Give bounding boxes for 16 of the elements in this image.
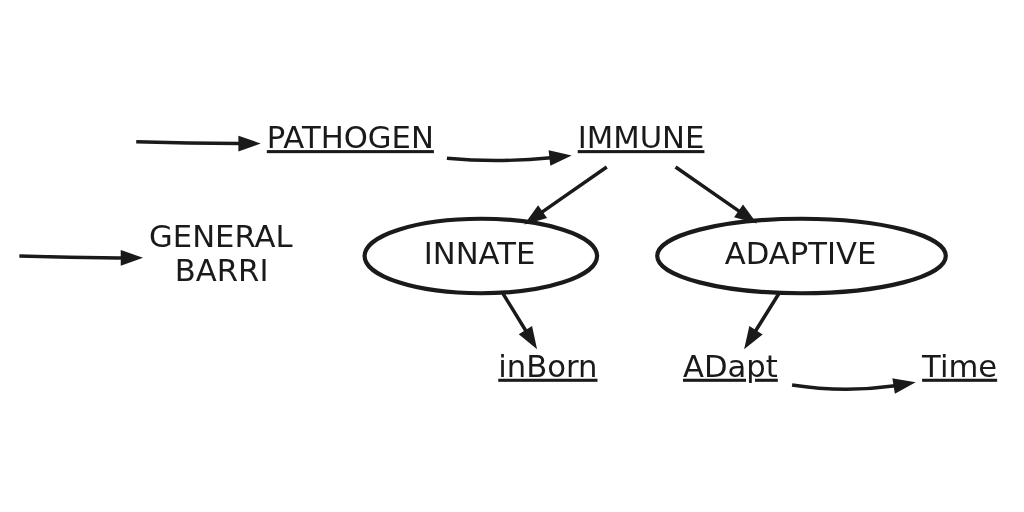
arrow	[791, 378, 916, 394]
arrow	[19, 250, 144, 266]
node-ellipse: ADAPTIVE	[655, 216, 948, 296]
node-text: inBorn	[498, 348, 598, 384]
node-ellipse: INNATE	[362, 216, 600, 296]
arrow	[501, 292, 538, 350]
arrow	[446, 150, 572, 166]
node-text: Time	[922, 348, 998, 384]
arrow	[744, 292, 781, 350]
arrow	[136, 135, 261, 152]
node-text: IMMUNE	[577, 120, 705, 156]
arrow	[674, 165, 757, 224]
arrow	[524, 165, 608, 225]
node-text: ADapt	[683, 348, 778, 384]
node-text: GENERAL BARRI	[149, 219, 293, 288]
node-text: PATHOGEN	[266, 120, 434, 156]
